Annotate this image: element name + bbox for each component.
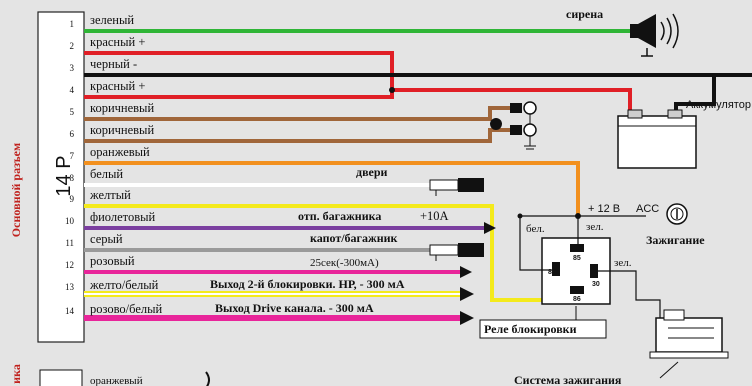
- wire-brown-6: [84, 128, 510, 143]
- pin-label: коричневый: [90, 101, 154, 115]
- svg-text:7: 7: [70, 151, 75, 161]
- svg-text:6: 6: [70, 129, 75, 139]
- door-switch-icon: [429, 178, 484, 196]
- relay-label: Реле блокировки: [484, 322, 577, 336]
- svg-text:5: 5: [70, 107, 75, 117]
- pin-label: коричневый: [90, 123, 154, 137]
- ignition-system-icon: [649, 309, 729, 359]
- ignition-system-label: Система зажигания: [514, 373, 622, 386]
- wire-red-2: [84, 51, 394, 90]
- pin-label: красный +: [90, 35, 145, 49]
- connector-title: Основной разъем: [9, 143, 23, 237]
- relay-label-box: [479, 319, 607, 339]
- svg-text:12: 12: [65, 260, 74, 270]
- ignition-label: Зажигание: [646, 233, 705, 247]
- legend-side-label: ика: [9, 364, 23, 384]
- pin-label: красный +: [90, 79, 145, 93]
- pink-output-label: 25сек(-300мА): [310, 257, 379, 269]
- trunk-current-label: +10A: [420, 209, 449, 223]
- pin-label: черный -: [90, 57, 137, 71]
- wire-orange: [84, 161, 580, 216]
- ignition-system-pointer: [659, 361, 679, 379]
- svg-text:10: 10: [65, 216, 75, 226]
- relay-pin-86: 86: [573, 296, 581, 303]
- junction-dots: [389, 87, 581, 219]
- trunk-output-label: отп. багажника: [298, 209, 381, 223]
- siren-label: сирена: [566, 7, 603, 21]
- arrowheads: [460, 222, 496, 325]
- wire-red-4: [84, 88, 632, 116]
- siren-icon: [630, 13, 679, 57]
- battery-icon: [617, 109, 697, 169]
- pin-label: серый: [90, 232, 123, 246]
- pin-numbers: 1 2 3 4 5 6 7 8 9 10 11 12 13 14: [65, 19, 75, 316]
- svg-text:8: 8: [70, 173, 75, 183]
- drive-label: Выход Drive канала. - 300 мА: [215, 301, 374, 315]
- pin-label: желто/белый: [89, 278, 159, 292]
- svg-text:3: 3: [70, 63, 75, 73]
- bel-label: бел.: [526, 223, 545, 235]
- ignition-switch-icon: [666, 203, 688, 225]
- legend-label: оранжевый: [90, 375, 143, 386]
- pin-label: розово/белый: [90, 302, 163, 316]
- hood-switch-icon: [429, 243, 484, 261]
- relay-pin-85: 85: [573, 255, 581, 262]
- hood-trunk-label: капот/багажник: [310, 231, 398, 245]
- battery-label: Аккумулятор: [686, 99, 751, 111]
- relay-pin-87a: 87a: [548, 269, 560, 276]
- svg-text:4: 4: [70, 85, 75, 95]
- pin-label: белый: [90, 167, 123, 181]
- plus12-label: + 12 В: [588, 203, 620, 215]
- zel-label-2: зел.: [614, 257, 632, 269]
- splice-dot: [490, 118, 502, 130]
- legend-bracket: [205, 371, 210, 386]
- acc-label: ACC: [636, 203, 659, 215]
- block2-label: Выход 2-й блокировки. НР, - 300 мА: [210, 277, 405, 291]
- zel-label-1: зел.: [586, 221, 604, 233]
- pin-label: фиолетовый: [90, 210, 156, 224]
- connector-code: 14 P: [53, 155, 75, 196]
- wire-brown-5: [84, 106, 510, 121]
- pin-labels: зеленый красный + черный - красный + кор…: [89, 13, 163, 316]
- wires: [84, 29, 752, 321]
- doors-label: двери: [356, 165, 388, 179]
- svg-text:1: 1: [70, 19, 75, 29]
- pin-label: оранжевый: [90, 145, 150, 159]
- wire-black-down: [674, 75, 716, 110]
- wire-yellow: [84, 204, 542, 302]
- relay-wires: [519, 215, 661, 318]
- svg-text:13: 13: [65, 282, 75, 292]
- svg-text:11: 11: [65, 238, 74, 248]
- svg-text:2: 2: [70, 41, 75, 51]
- pin-label: зеленый: [90, 13, 134, 27]
- legend-swatch: [39, 369, 83, 386]
- connector-body: [37, 11, 85, 343]
- switch-icon: [510, 101, 537, 150]
- relay-pin-30: 30: [592, 281, 600, 288]
- pin-label: розовый: [90, 254, 135, 268]
- pin-label: желтый: [89, 188, 131, 202]
- svg-text:9: 9: [70, 194, 75, 204]
- svg-text:14: 14: [65, 306, 75, 316]
- relay-wire-stubs: [517, 213, 523, 219]
